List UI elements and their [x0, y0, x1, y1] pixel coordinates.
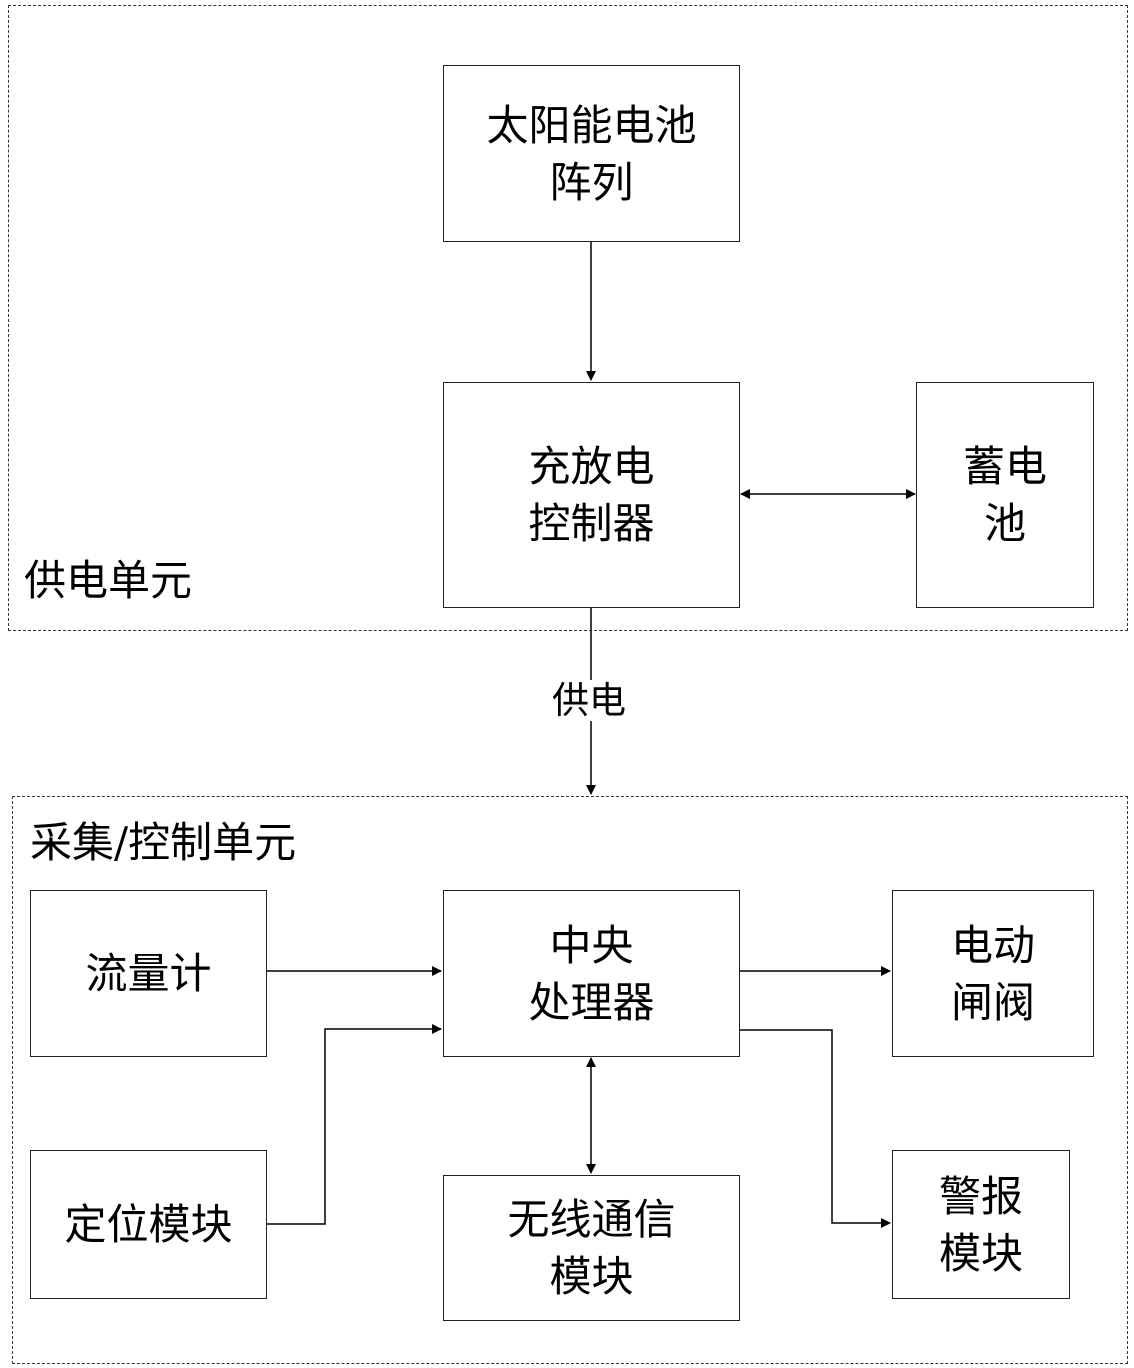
electric-valve-box: 电动 闸阀 [892, 890, 1094, 1057]
electric-valve-label: 电动 闸阀 [950, 920, 1035, 1027]
alarm-module-box: 警报 模块 [892, 1150, 1070, 1299]
acquisition-control-unit-group [12, 796, 1128, 1364]
wireless-module-label: 无线通信 模块 [507, 1195, 676, 1301]
wireless-module-box: 无线通信 模块 [443, 1175, 740, 1321]
power-unit-label: 供电单元 [24, 556, 193, 605]
charge-controller-box: 充放电 控制器 [443, 382, 740, 608]
central-processor-box: 中央 处理器 [443, 890, 740, 1057]
alarm-module-label: 警报 模块 [938, 1171, 1023, 1278]
charge-controller-label: 充放电 控制器 [528, 442, 655, 548]
edge-gps-to-cpu [267, 1024, 442, 1225]
flowmeter-label: 流量计 [85, 949, 212, 998]
solar-array-label: 太阳能电池 阵列 [486, 100, 697, 207]
power-unit-group [8, 5, 1128, 631]
positioning-module-box: 定位模块 [30, 1150, 267, 1299]
power-supply-edge-label: 供电 [552, 679, 626, 722]
flowmeter-box: 流量计 [30, 890, 267, 1057]
edge-cpu-to-alarm [740, 1029, 891, 1228]
positioning-module-label: 定位模块 [64, 1200, 233, 1249]
battery-box: 蓄电 池 [916, 382, 1094, 608]
battery-label: 蓄电 池 [962, 442, 1047, 548]
solar-array-box: 太阳能电池 阵列 [443, 65, 740, 242]
acquisition-control-unit-label: 采集/控制单元 [30, 818, 297, 867]
central-processor-label: 中央 处理器 [528, 920, 655, 1027]
